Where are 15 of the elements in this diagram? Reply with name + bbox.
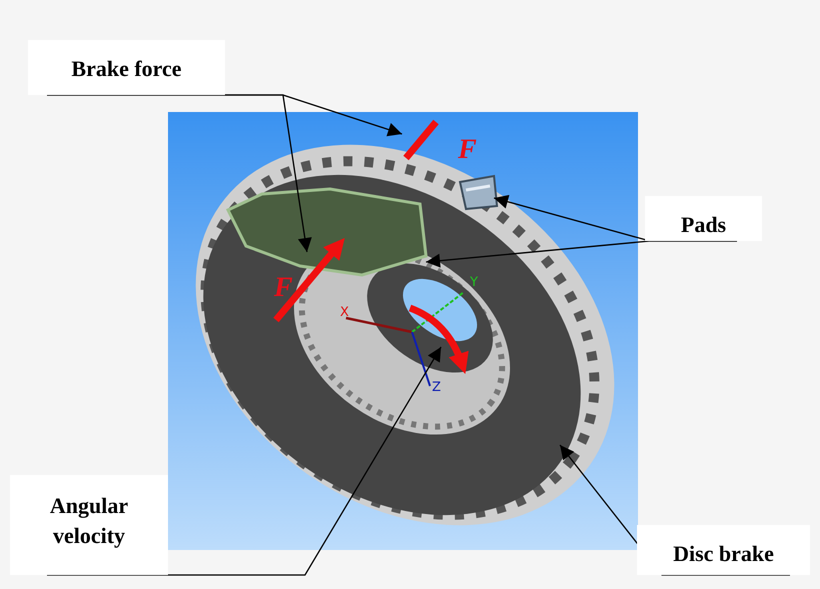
callout-label: Angular velocity (10, 475, 168, 575)
leader-line (47, 94, 312, 252)
callout-label: Brake force (28, 40, 225, 95)
force-symbol: F (458, 136, 477, 164)
leader-line (426, 240, 737, 268)
brake-pad-drawing (458, 174, 498, 210)
callout-label: Pads (645, 196, 762, 241)
axis-label: Y (470, 276, 478, 289)
leader-line (47, 346, 442, 576)
callout-label: Disc brake (637, 525, 810, 575)
axis-label: X (340, 306, 349, 319)
force-symbol: F (274, 274, 293, 302)
axis-label: Z (432, 381, 441, 394)
brake-pad-drawing (225, 186, 430, 278)
force-bar (403, 119, 439, 161)
